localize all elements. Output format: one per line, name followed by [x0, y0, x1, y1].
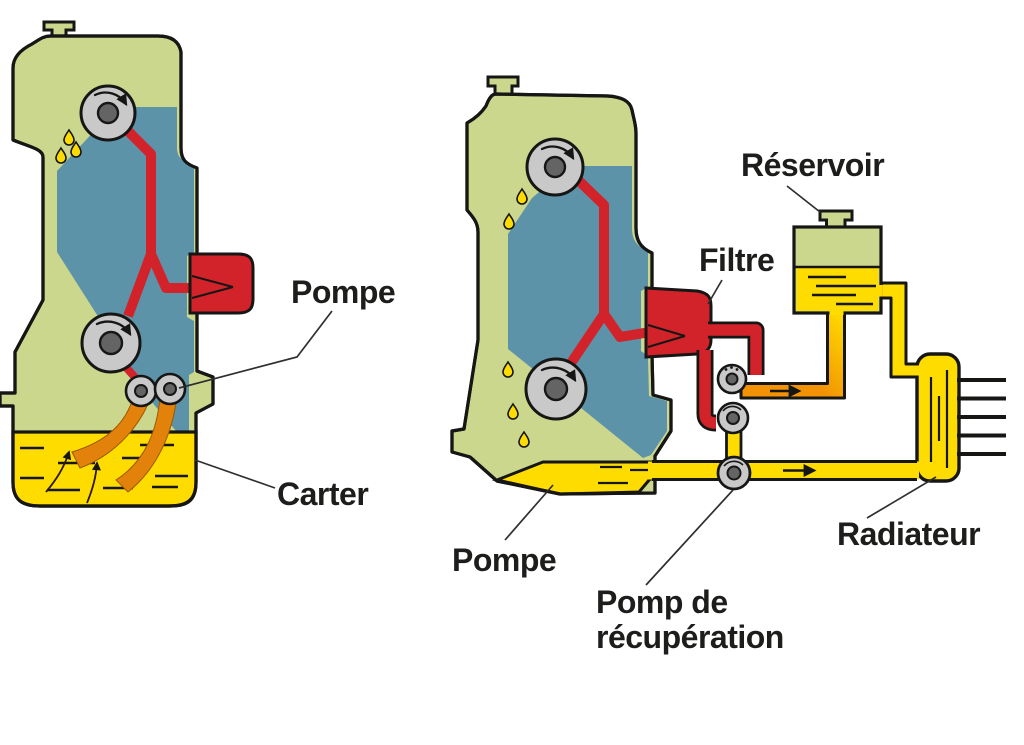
oil-filler-cap: [486, 75, 520, 97]
pipe-joint-patch: [829, 309, 844, 315]
scavenge-pump-gear: [716, 455, 752, 491]
engine-interior: [508, 166, 667, 458]
oil-drip-drops: [55, 128, 82, 164]
pipe-joint-patch: [877, 285, 883, 297]
engine-interior: [57, 107, 194, 431]
right-engine-diagram: Réservoir Filtre Pompe Pomp de récupérat…: [450, 75, 1006, 655]
label-pomp-de-recuperation-line1: Pomp de: [596, 584, 728, 620]
engine-outline: [0, 34, 215, 508]
pressure-pump-gears: [716, 363, 750, 435]
oil-filler-cap: [42, 20, 76, 38]
crankshaft-pulley: [80, 312, 142, 374]
pomp-recuperation-callout-line: [645, 489, 734, 586]
filter-pump-loop-pipe: [696, 321, 765, 432]
pompe-callout-line: [504, 484, 554, 541]
label-reservoir: Réservoir: [741, 147, 884, 183]
radiator-core-lines: [929, 370, 949, 468]
rotation-arrow: [95, 320, 132, 336]
oil-drip-drops: [502, 187, 530, 448]
reservoir-to-radiator-pipe: [877, 281, 919, 379]
reservoir-tank: [792, 209, 883, 315]
oil-suction-arrows: [45, 450, 101, 504]
label-radiateur: Radiateur: [837, 516, 980, 552]
left-engine-diagram: Pompe Carter: [0, 20, 396, 512]
label-filtre: Filtre: [699, 242, 774, 278]
oil-gallery-lines: [566, 175, 651, 366]
pipe-joint-patch: [914, 365, 920, 376]
label-pomp-de-recuperation-line2: récupération: [596, 619, 784, 655]
camshaft-pulley: [79, 84, 137, 142]
radiateur-callout-line: [866, 476, 937, 519]
rotation-arrow: [93, 91, 128, 106]
radiator: [915, 352, 1006, 483]
oil-filter: [188, 252, 255, 315]
label-pompe-left: Pompe: [291, 274, 395, 310]
label-carter: Carter: [277, 476, 368, 512]
radiator-fins: [957, 378, 1006, 456]
oil-filter: [644, 286, 713, 359]
camshaft-pulley: [525, 137, 585, 197]
oil-level-marks: [808, 275, 876, 306]
engine-outline: [450, 92, 673, 496]
carter-callout-line: [194, 459, 276, 489]
label-pompe-right: Pompe: [452, 542, 556, 578]
pompe-callout-line: [178, 310, 333, 389]
oil-stream: [71, 397, 177, 493]
flow-arrows: [770, 384, 817, 477]
external-oil-circuit: Réservoir Filtre Pompe Pomp de récupérat…: [452, 147, 1006, 655]
rotation-arrow: [540, 366, 577, 382]
oil-pump-gears: [124, 372, 187, 408]
label-pomp-de-recuperation: Pomp de récupération: [596, 584, 784, 655]
reservoir-callout-line: [786, 185, 821, 213]
pump-connector-pipe: [725, 430, 743, 464]
rotation-arrow: [540, 145, 575, 160]
filtre-callout-line: [707, 279, 723, 305]
crankshaft-pulley: [524, 357, 588, 421]
